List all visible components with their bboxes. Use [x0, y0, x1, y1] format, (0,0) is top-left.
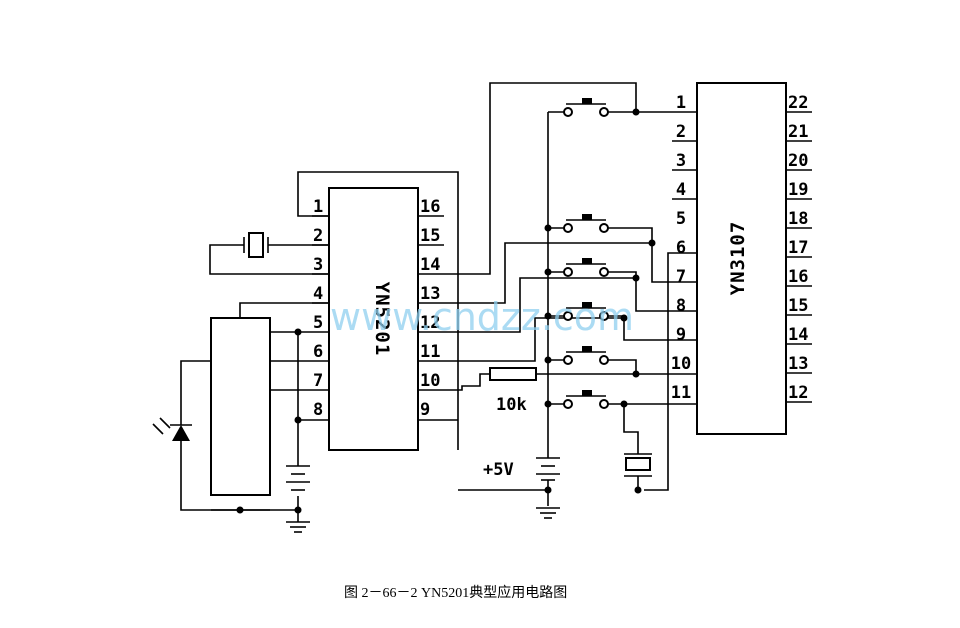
pin-label: 13	[788, 354, 808, 374]
pin-label: 3	[676, 151, 686, 171]
sensor-module-box	[210, 317, 271, 496]
pin-label: 12	[420, 313, 440, 333]
pin-label: 7	[313, 371, 323, 391]
pin-label: 16	[788, 267, 808, 287]
pin-label: 1	[676, 93, 686, 113]
junction-dots	[236, 108, 656, 514]
yn5201-label: YN5201	[371, 282, 393, 357]
pin-label: 2	[676, 122, 686, 142]
pin-label: 4	[313, 284, 323, 304]
watermark-text: www.cndzz.com	[330, 295, 634, 339]
yn3107-left-pins: 1 2 3 4 5 6 7 8 9 10 11	[671, 93, 691, 403]
ground-symbol	[536, 507, 560, 519]
pin-label: 8	[313, 400, 323, 420]
push-switch	[563, 214, 609, 233]
crystal-oscillator	[243, 232, 269, 258]
push-switch	[563, 98, 609, 117]
push-switch	[563, 258, 609, 277]
push-switch	[563, 346, 609, 365]
pin-label: 19	[788, 180, 808, 200]
battery-5v	[536, 450, 560, 481]
pin-label: 8	[676, 296, 686, 316]
pin-label: 21	[788, 122, 808, 142]
pin-label: 15	[788, 296, 808, 316]
pin-label: 9	[676, 325, 686, 345]
resistor-10k	[489, 367, 537, 381]
push-switches	[563, 98, 609, 409]
pin-label: 18	[788, 209, 808, 229]
pin-label: 14	[788, 325, 808, 345]
figure-caption: 图 2－66－2 YN5201典型应用电路图	[344, 584, 567, 601]
pin-label: 11	[420, 342, 440, 362]
pin-label: 2	[313, 226, 323, 246]
pin-label: 11	[671, 383, 691, 403]
pin-label: 9	[420, 400, 430, 420]
supply-label: +5V	[483, 460, 514, 480]
pin-label: 13	[420, 284, 440, 304]
yn3107-chip-body	[696, 82, 787, 435]
pin-label: 14	[420, 255, 440, 275]
pin-label: 22	[788, 93, 808, 113]
pin-label: 5	[313, 313, 323, 333]
capacitor	[624, 453, 652, 490]
push-switch	[563, 302, 609, 321]
pin-label: 6	[676, 238, 686, 258]
yn3107-right-pins: 22 21 20 19 18 17 16 15 14 13 12	[788, 93, 808, 403]
pin-label: 12	[788, 383, 808, 403]
pin-label: 1	[313, 197, 323, 217]
ground-symbol	[286, 520, 310, 533]
pin-label: 3	[313, 255, 323, 275]
pin-label: 17	[788, 238, 808, 258]
battery-cell	[286, 465, 310, 491]
led-diode	[152, 417, 192, 441]
pin-label: 20	[788, 151, 808, 171]
pin-label: 4	[676, 180, 686, 200]
pin-label: 7	[676, 267, 686, 287]
push-switch	[563, 390, 609, 409]
pin-label: 10	[420, 371, 440, 391]
resistor-label: 10k	[496, 395, 527, 415]
yn5201-left-pins: 1 2 3 4 5 6 7 8	[313, 197, 323, 420]
pin-label: 5	[676, 209, 686, 229]
yn3107-label: YN3107	[727, 221, 749, 296]
pin-label: 6	[313, 342, 323, 362]
yn5201-right-pins: 16 15 14 13 12 11 10 9	[420, 197, 440, 420]
pin-label: 10	[671, 354, 691, 374]
pin-label: 15	[420, 226, 440, 246]
yn5201-chip-body	[328, 187, 419, 451]
pin-label: 16	[420, 197, 440, 217]
